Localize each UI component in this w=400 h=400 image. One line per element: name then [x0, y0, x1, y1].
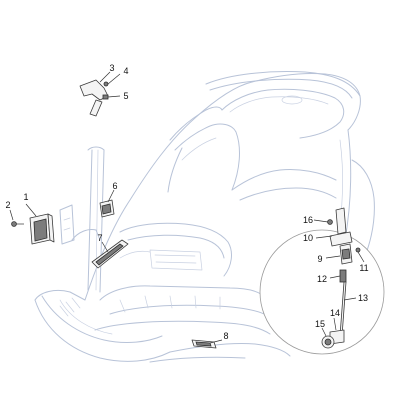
- callout-12: 12: [317, 274, 327, 284]
- connector-block: [99, 199, 115, 218]
- callout-labels: 1 2 3 4 5 6 7 8 9 10 11 12 13 14 15 16: [5, 63, 368, 341]
- callout-4: 4: [123, 66, 128, 76]
- cover-plate: [91, 239, 129, 269]
- callout-14: 14: [330, 308, 340, 318]
- callout-1: 1: [23, 192, 28, 202]
- callout-8: 8: [223, 331, 228, 341]
- callout-7: 7: [97, 233, 102, 243]
- leader-lines: [9, 71, 365, 344]
- callout-16: 16: [303, 215, 313, 225]
- mounting-bracket: [79, 79, 109, 117]
- callout-3: 3: [109, 63, 114, 73]
- callout-13: 13: [358, 293, 368, 303]
- small-plate: [191, 339, 217, 349]
- bracket-nut: [102, 94, 109, 100]
- callout-6: 6: [112, 181, 117, 191]
- callout-11: 11: [359, 263, 368, 273]
- relay-box: [29, 213, 55, 245]
- callout-9: 9: [317, 254, 322, 264]
- callout-15: 15: [315, 319, 325, 329]
- screw: [11, 221, 24, 227]
- detail-view: [259, 207, 385, 355]
- callout-2: 2: [5, 200, 10, 210]
- callout-5: 5: [123, 91, 128, 101]
- callout-10: 10: [303, 233, 313, 243]
- bracket-screw: [103, 81, 109, 87]
